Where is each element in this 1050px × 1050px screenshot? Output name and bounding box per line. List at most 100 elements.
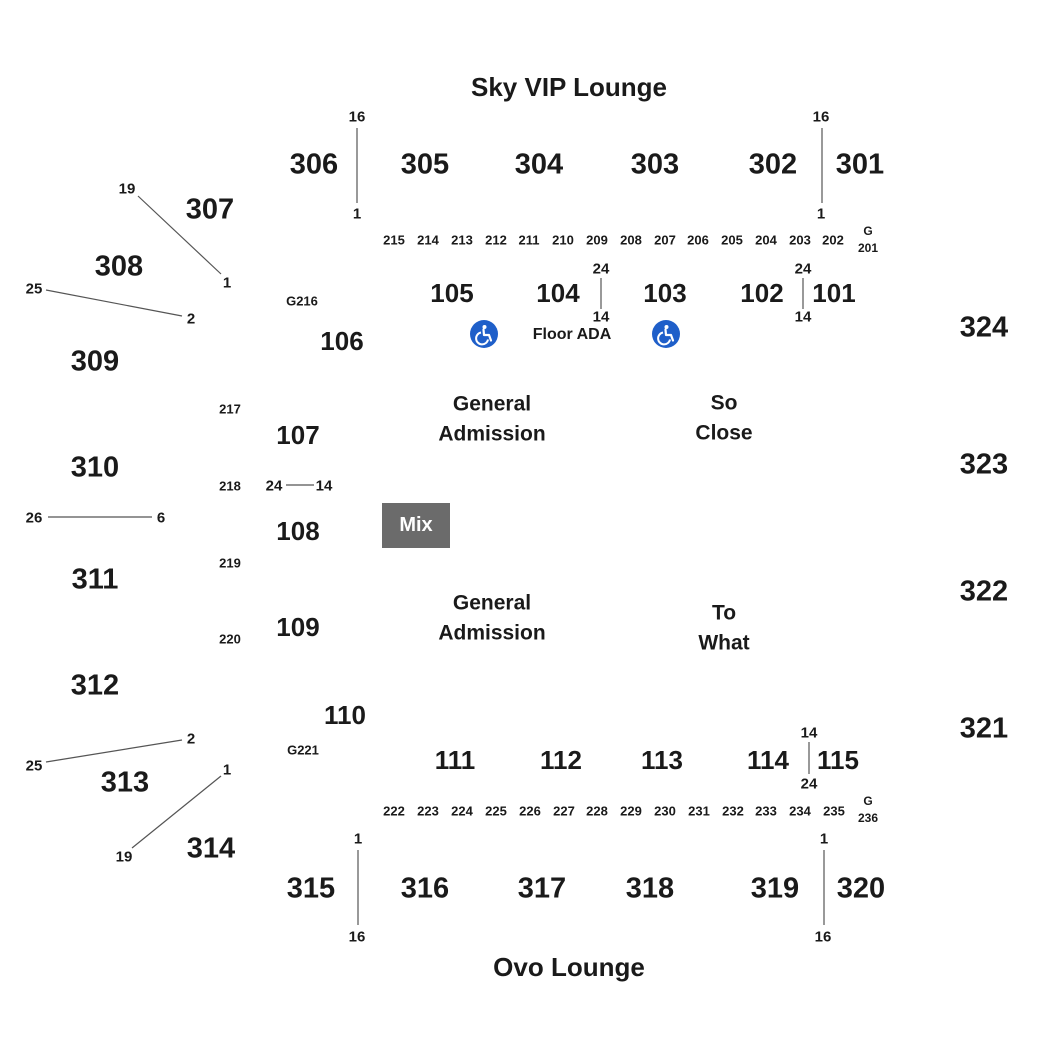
section-318[interactable]: 318 (625, 872, 675, 905)
group-g201-number[interactable]: 201 (857, 241, 879, 255)
box-227[interactable]: 227 (553, 803, 575, 819)
box-203[interactable]: 203 (789, 232, 811, 248)
box-233[interactable]: 233 (755, 803, 777, 819)
section-304[interactable]: 304 (514, 148, 564, 181)
box-215[interactable]: 215 (383, 232, 405, 248)
box-218[interactable]: 218 (219, 478, 241, 494)
box-229[interactable]: 229 (620, 803, 642, 819)
section-303[interactable]: 303 (630, 148, 680, 181)
box-208[interactable]: 208 (620, 232, 642, 248)
section-305[interactable]: 305 (400, 148, 450, 181)
section-301[interactable]: 301 (835, 148, 885, 181)
section-322[interactable]: 322 (959, 575, 1009, 608)
box-219[interactable]: 219 (219, 555, 241, 571)
box-211[interactable]: 211 (518, 232, 540, 248)
section-313[interactable]: 313 (100, 766, 150, 799)
section-317[interactable]: 317 (517, 872, 567, 905)
box-235[interactable]: 235 (823, 803, 845, 819)
box-205[interactable]: 205 (721, 232, 743, 248)
box-230[interactable]: 230 (654, 803, 676, 819)
group-g201-letter[interactable]: G (863, 224, 873, 238)
wheelchair-accessible-icon (470, 320, 498, 348)
ga-bottom-line1: General (452, 591, 532, 615)
section-115[interactable]: 115 (817, 745, 859, 775)
section-307[interactable]: 307 (185, 193, 235, 226)
row-line-308 (45, 289, 183, 317)
row-104-top: 24 (592, 260, 610, 278)
box-228[interactable]: 228 (586, 803, 608, 819)
group-g236-number[interactable]: 236 (857, 811, 879, 825)
box-234[interactable]: 234 (789, 803, 811, 819)
section-302[interactable]: 302 (748, 148, 798, 181)
so-close-area[interactable]: So Close (695, 389, 752, 450)
row-306-bottom: 1 (352, 205, 362, 223)
section-312[interactable]: 312 (70, 669, 120, 702)
section-104[interactable]: 104 (536, 278, 580, 308)
row-320-top: 1 (819, 830, 829, 848)
box-232[interactable]: 232 (722, 803, 744, 819)
row-310-outer: 26 (25, 509, 43, 527)
section-314[interactable]: 314 (186, 832, 236, 865)
section-108[interactable]: 108 (276, 516, 320, 546)
row-320-bottom: 16 (814, 928, 832, 946)
box-231[interactable]: 231 (688, 803, 710, 819)
section-308[interactable]: 308 (94, 250, 144, 283)
section-102[interactable]: 102 (740, 278, 784, 308)
box-212[interactable]: 212 (485, 232, 507, 248)
section-311[interactable]: 311 (71, 563, 119, 596)
section-111[interactable]: 111 (434, 745, 476, 775)
row-line-314 (131, 775, 222, 849)
group-g236-letter[interactable]: G (863, 794, 873, 808)
box-210[interactable]: 210 (552, 232, 574, 248)
box-207[interactable]: 207 (654, 232, 676, 248)
section-306[interactable]: 306 (289, 148, 339, 181)
section-315[interactable]: 315 (286, 872, 336, 905)
general-admission-top[interactable]: General Admission (438, 390, 545, 451)
section-310[interactable]: 310 (70, 451, 120, 484)
box-206[interactable]: 206 (687, 232, 709, 248)
group-g221[interactable]: G221 (287, 742, 319, 758)
group-g216[interactable]: G216 (286, 293, 318, 309)
section-324[interactable]: 324 (959, 311, 1009, 344)
box-226[interactable]: 226 (519, 803, 541, 819)
box-222[interactable]: 222 (383, 803, 405, 819)
floor-ada-label[interactable]: Floor ADA (532, 326, 612, 343)
box-204[interactable]: 204 (755, 232, 777, 248)
section-114[interactable]: 114 (747, 745, 789, 775)
to-what-line2: What (698, 632, 750, 655)
section-321[interactable]: 321 (959, 712, 1009, 745)
general-admission-bottom[interactable]: General Admission (438, 589, 545, 650)
box-223[interactable]: 223 (417, 803, 439, 819)
row-115-bottom: 24 (800, 775, 818, 793)
box-202[interactable]: 202 (822, 232, 844, 248)
section-105[interactable]: 105 (430, 278, 474, 308)
box-213[interactable]: 213 (451, 232, 473, 248)
sky-vip-lounge-title: Sky VIP Lounge (470, 72, 668, 102)
box-209[interactable]: 209 (586, 232, 608, 248)
section-319[interactable]: 319 (750, 872, 800, 905)
row-308-outer: 25 (25, 280, 43, 298)
section-103[interactable]: 103 (643, 278, 687, 308)
section-101[interactable]: 101 (812, 278, 856, 308)
to-what-area[interactable]: To What (698, 599, 749, 660)
box-214[interactable]: 214 (417, 232, 439, 248)
row-310-inner: 6 (156, 509, 166, 527)
section-113[interactable]: 113 (641, 745, 683, 775)
box-220[interactable]: 220 (219, 631, 241, 647)
box-225[interactable]: 225 (485, 803, 507, 819)
section-109[interactable]: 109 (276, 612, 320, 642)
box-217[interactable]: 217 (219, 401, 241, 417)
so-close-line1: So (710, 391, 738, 415)
section-309[interactable]: 309 (70, 345, 120, 378)
row-306-top: 16 (348, 108, 366, 126)
section-112[interactable]: 112 (540, 745, 582, 775)
section-323[interactable]: 323 (959, 448, 1009, 481)
section-320[interactable]: 320 (836, 872, 886, 905)
box-224[interactable]: 224 (451, 803, 473, 819)
section-316[interactable]: 316 (400, 872, 450, 905)
so-close-line2: Close (695, 422, 753, 445)
section-106[interactable]: 106 (320, 326, 364, 356)
section-107[interactable]: 107 (276, 420, 320, 450)
section-110[interactable]: 110 (324, 700, 366, 730)
